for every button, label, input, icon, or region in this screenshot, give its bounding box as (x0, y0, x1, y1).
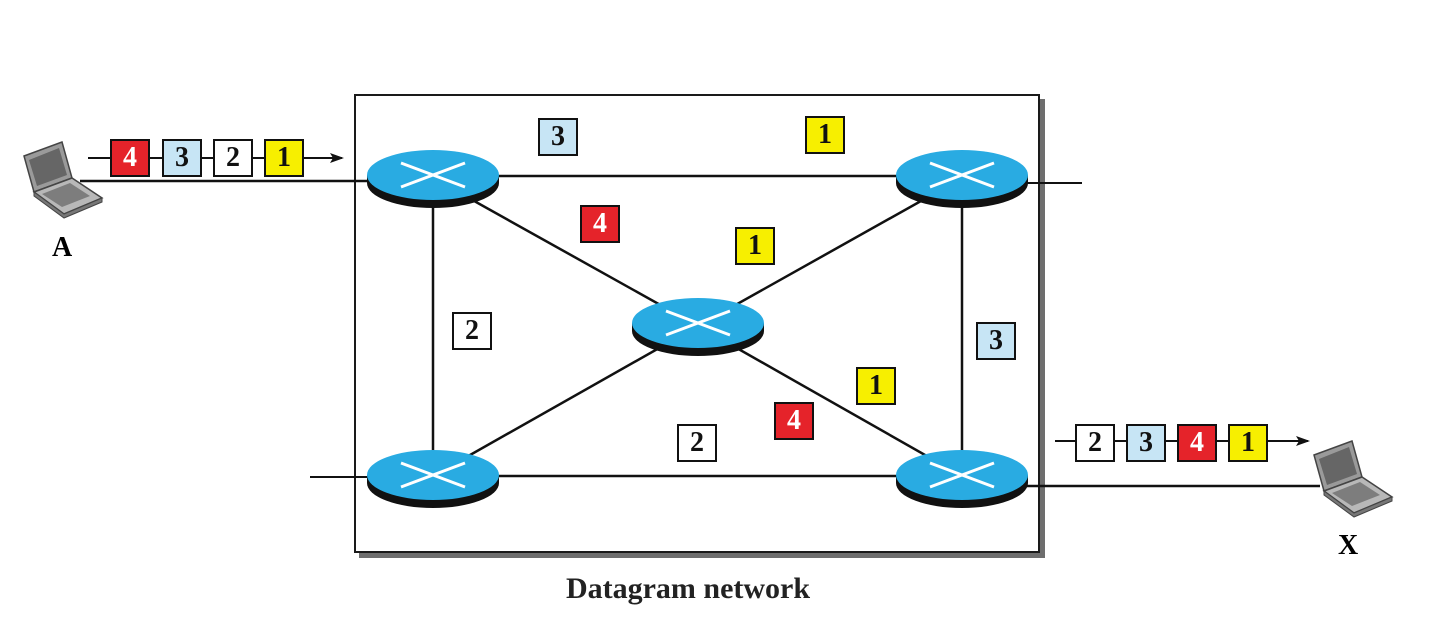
host-x-label: X (1338, 530, 1359, 561)
network-boundary (354, 94, 1040, 553)
link-packet-1-diag: 1 (735, 227, 775, 265)
output-packet-2: 2 (1075, 424, 1115, 462)
laptop-icon-x (1313, 440, 1393, 518)
link-packet-2-left: 2 (452, 312, 492, 350)
diagram-caption: Datagram network (565, 572, 811, 605)
output-packet-1: 1 (1228, 424, 1268, 462)
link-packet-3-top: 3 (538, 118, 578, 156)
link-packet-1-top: 1 (805, 116, 845, 154)
link-packet-2-bottom: 2 (677, 424, 717, 462)
link-tl-center (432, 176, 699, 328)
router-center (630, 296, 766, 358)
link-packet-1-lower: 1 (856, 367, 896, 405)
router-top-left (365, 148, 501, 210)
input-packet-3: 3 (162, 139, 202, 177)
link-center-br (697, 324, 963, 478)
host-a-label: A (52, 232, 73, 263)
router-bottom-left (365, 448, 501, 510)
output-packet-4: 4 (1177, 424, 1217, 462)
link-packet-4-lower: 4 (774, 402, 814, 440)
input-packet-1: 1 (264, 139, 304, 177)
link-packet-3-right: 3 (976, 322, 1016, 360)
link-packet-4-diag: 4 (580, 205, 620, 243)
link-center-tr (697, 176, 963, 328)
output-packet-3: 3 (1126, 424, 1166, 462)
router-bottom-right (894, 448, 1030, 510)
input-packet-4: 4 (110, 139, 150, 177)
router-top-right (894, 148, 1030, 210)
link-bl-center (432, 324, 699, 478)
input-packet-2: 2 (213, 139, 253, 177)
